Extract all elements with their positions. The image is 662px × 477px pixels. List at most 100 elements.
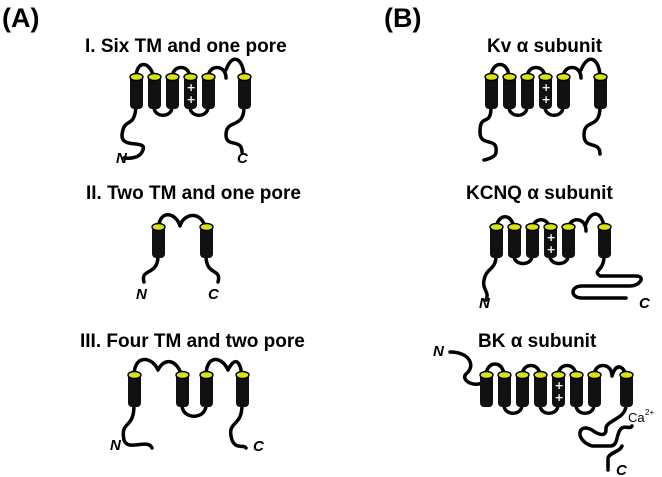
- helix-s1-cap: [497, 370, 512, 380]
- helix-s1: [130, 76, 143, 109]
- helix-m1-cap: [151, 222, 166, 232]
- helix-s6-cap: [237, 72, 252, 82]
- helix-s1-cap: [129, 72, 144, 82]
- helix-s4-cap: [538, 72, 553, 82]
- c-terminus-label: C: [208, 286, 220, 303]
- helix-s5-cap: [569, 370, 584, 380]
- helix-s0-cap: [479, 370, 494, 380]
- c-terminus-label: C: [237, 150, 249, 167]
- charge-plus-2: +: [547, 243, 556, 256]
- helix-s5: [570, 374, 583, 407]
- c-terminus-label: C: [616, 462, 628, 477]
- charge-plus-2: +: [187, 93, 196, 106]
- helix-m4: [236, 374, 249, 407]
- diagram-title: BK α subunit: [478, 331, 597, 352]
- helix-s3-cap: [165, 72, 180, 82]
- n-terminus-label: N: [116, 150, 128, 167]
- diagram-title: Kv α subunit: [487, 36, 603, 57]
- helix-s4-cap: [551, 370, 566, 380]
- charge-plus-1: +: [555, 379, 564, 392]
- calcium-label: Ca: [628, 410, 645, 425]
- diagram-title: II. Two TM and one pore: [86, 183, 301, 204]
- helix-m2: [200, 226, 213, 258]
- transmembrane-helices: + +: [489, 222, 612, 258]
- n-terminus-label: N: [110, 437, 122, 454]
- helix-s1: [490, 226, 503, 258]
- helix-s6-cap: [587, 370, 602, 380]
- polypeptide-chain: [448, 350, 634, 472]
- helix-s6-cap: [597, 222, 612, 232]
- diagram-kcnq-alpha: KCNQ α subunit + + N C: [466, 183, 651, 312]
- helix-s3-cap: [520, 72, 535, 82]
- helix-s5-cap: [561, 222, 576, 232]
- helix-m1-cap: [127, 370, 142, 380]
- helix-s7-cap: [619, 370, 634, 380]
- helix-s3: [534, 374, 547, 407]
- helix-m3-cap: [199, 370, 214, 380]
- helix-s6: [598, 226, 611, 258]
- diagram-two-tm-one-pore: II. Two TM and one pore N C: [86, 183, 301, 303]
- helix-s6: [594, 76, 607, 109]
- diagram-six-tm-one-pore: I. Six TM and one pore + + N C: [85, 36, 287, 167]
- polypeptide-chain: [478, 57, 602, 162]
- c-terminus-label: C: [639, 295, 651, 312]
- helix-s3-cap: [525, 222, 540, 232]
- calcium-charge: 2+: [645, 408, 654, 417]
- helix-s2-cap: [502, 72, 517, 82]
- diagram-title: KCNQ α subunit: [466, 183, 613, 204]
- helix-s6: [238, 76, 251, 109]
- transmembrane-helices: + +: [129, 72, 252, 109]
- helix-s3-cap: [533, 370, 548, 380]
- charge-plus-1: +: [187, 81, 196, 94]
- helix-m2: [176, 374, 189, 407]
- helix-s6-cap: [593, 72, 608, 82]
- diagram-four-tm-two-pore: III. Four TM and two pore N C: [80, 331, 305, 455]
- panel-b-label: (B): [384, 3, 421, 33]
- helix-s3: [526, 226, 539, 258]
- c-terminus-label: C: [253, 438, 265, 455]
- helix-s4-cap: [543, 222, 558, 232]
- diagram-bk-alpha: BK α subunit + + N C Ca 2+: [433, 331, 654, 477]
- helix-m1: [128, 374, 141, 407]
- helix-s4-cap: [183, 72, 198, 82]
- helix-s1-cap: [489, 222, 504, 232]
- helix-s4: [552, 374, 565, 407]
- charge-plus-1: +: [547, 231, 556, 244]
- helix-s5: [562, 226, 575, 258]
- helix-s5-cap: [201, 72, 216, 82]
- polypeptide-chain: [481, 212, 643, 302]
- helix-s6: [588, 374, 601, 407]
- helix-s2: [508, 226, 521, 258]
- helix-s1-cap: [484, 72, 499, 82]
- helix-s2: [503, 76, 516, 109]
- charge-plus-2: +: [555, 391, 564, 404]
- helix-s2-cap: [147, 72, 162, 82]
- transmembrane-helices: + +: [484, 72, 608, 109]
- helix-s4: [544, 226, 557, 258]
- transmembrane-helices: [151, 222, 214, 258]
- helix-m3: [200, 374, 213, 407]
- n-terminus-label: N: [433, 343, 445, 360]
- helix-s2-cap: [507, 222, 522, 232]
- diagram-title: I. Six TM and one pore: [85, 36, 287, 57]
- helix-s0: [480, 374, 493, 407]
- helix-s5: [202, 76, 215, 109]
- helix-s1: [498, 374, 511, 407]
- transmembrane-helices: [127, 370, 250, 407]
- helix-s3: [166, 76, 179, 109]
- helix-s5-cap: [556, 72, 571, 82]
- polypeptide-chain: [141, 213, 221, 284]
- helix-m4-cap: [235, 370, 250, 380]
- helix-m2-cap: [175, 370, 190, 380]
- n-terminus-label: N: [136, 286, 148, 303]
- helix-s3: [521, 76, 534, 109]
- helix-m1: [152, 226, 165, 258]
- helix-s2: [516, 374, 529, 407]
- charge-plus-2: +: [542, 93, 551, 106]
- helix-m2-cap: [199, 222, 214, 232]
- helix-s1: [485, 76, 498, 109]
- diagram-title: III. Four TM and two pore: [80, 331, 305, 352]
- helix-s4: [184, 76, 197, 109]
- polypeptide-chain: [121, 357, 248, 450]
